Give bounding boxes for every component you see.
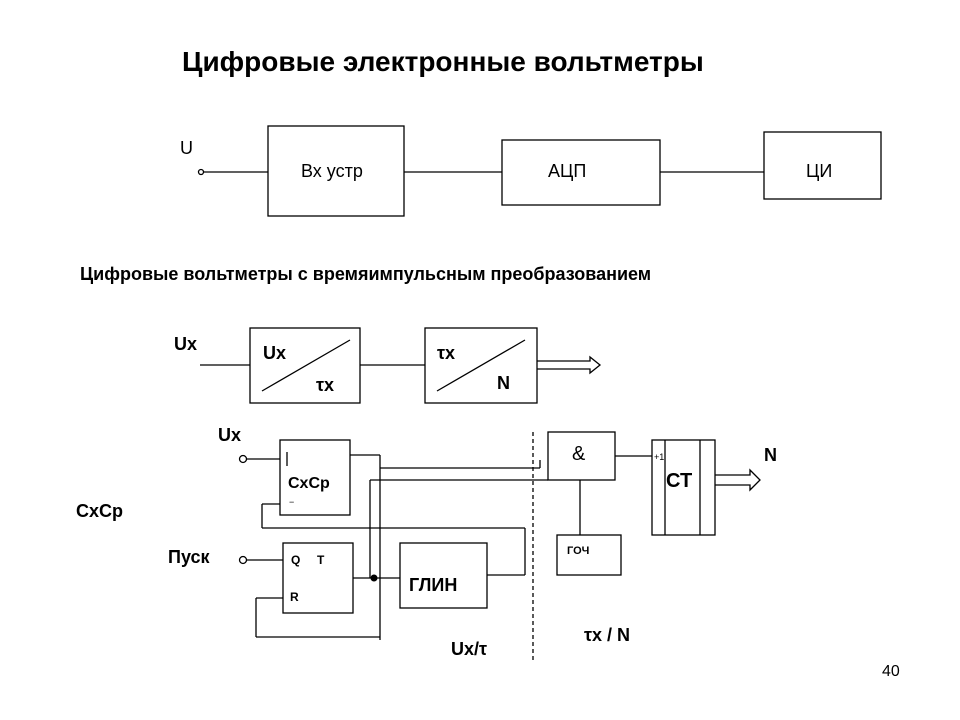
output-n-label: N <box>764 445 777 465</box>
converter-input-label: Ux <box>174 334 198 354</box>
terminal-ux <box>238 454 248 464</box>
taux-n-label: τx / N <box>584 625 631 645</box>
scheme-ux-label: Ux <box>218 425 242 445</box>
block-comparator <box>279 439 351 516</box>
block-counter <box>651 439 716 536</box>
start-label: Пуск <box>168 547 210 567</box>
comparator-minus: − <box>289 497 295 507</box>
and-gate-label: & <box>572 443 586 465</box>
block-oscillator <box>556 534 622 576</box>
block-input-device <box>267 125 405 217</box>
cxcp-side-label: CxCp <box>76 501 124 521</box>
terminal-start <box>238 555 248 565</box>
ux-tau-label: Ux/τ <box>451 639 488 659</box>
converter-block1-top: Ux <box>263 343 287 363</box>
converter-block2-top: τx <box>437 343 456 363</box>
oscillator-label: ГОЧ <box>567 545 590 557</box>
block-trigger <box>282 542 354 614</box>
block-ramp-generator <box>399 542 488 609</box>
terminal-u <box>197 168 205 176</box>
trigger-t-label: T <box>317 553 325 567</box>
section-subtitle: Цифровые вольтметры с времяимпульсным пр… <box>80 264 652 284</box>
converter-block2-bottom: N <box>497 373 510 393</box>
cxcp-block-label: CxCp <box>288 475 330 492</box>
block-and-gate <box>547 431 616 481</box>
ramp-generator-label: ГЛИН <box>409 575 458 595</box>
trigger-q-label: Q <box>291 553 301 567</box>
counter-plus1: +1 <box>654 452 665 462</box>
diag-voltage-time <box>261 339 351 392</box>
counter-label: СТ <box>666 470 693 492</box>
tau-symbol: τ <box>316 375 325 395</box>
tau-symbol: τ <box>437 343 446 363</box>
page-number: 40 <box>882 663 900 680</box>
converter-block1-bottom: τx <box>316 375 335 395</box>
diag-time-code <box>436 339 526 392</box>
output-arrow-counter <box>715 468 761 492</box>
block-label-adc: АЦП <box>548 161 587 181</box>
trigger-r-label: R <box>290 590 299 604</box>
block-adc <box>501 139 661 206</box>
input-u-label: U <box>180 138 193 158</box>
block-label-display: ЦИ <box>806 161 833 181</box>
block-display <box>763 131 882 200</box>
page-title: Цифровые электронные вольтметры <box>182 46 704 77</box>
block-label-input-device: Вх устр <box>301 161 363 181</box>
junction-dot <box>370 574 378 582</box>
output-arrow-converter <box>537 355 602 375</box>
